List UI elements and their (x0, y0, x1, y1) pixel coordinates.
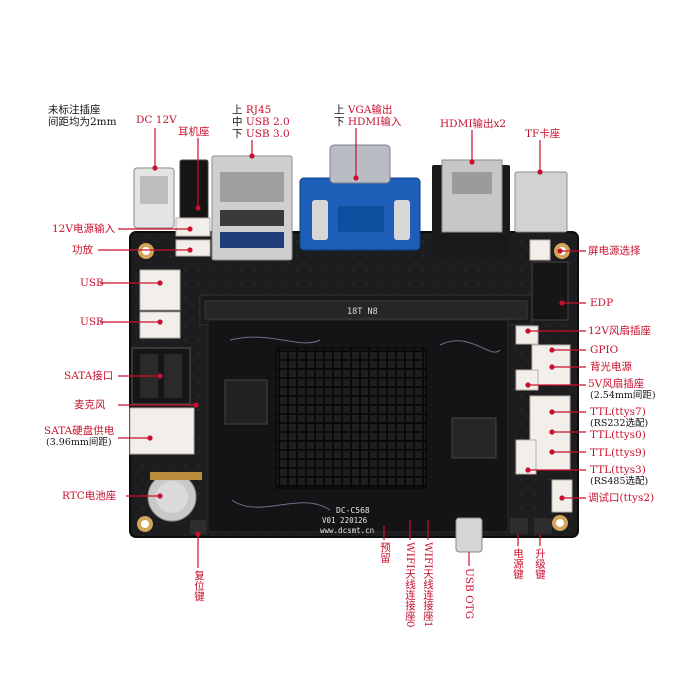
label-sata: SATA接口 (64, 370, 114, 382)
label-upgrade-key: 升级键 (534, 548, 546, 580)
label-wifi1: WIFI天线连接座1 (422, 542, 434, 628)
spacing-note-line2: 间距均为2mm (48, 116, 117, 128)
usb-header-1 (139, 269, 181, 311)
usb20-label: USB 2.0 (245, 116, 290, 128)
label-sata-power-note: (3.96mm间距) (46, 437, 112, 448)
label-usb-1: USB (80, 277, 104, 289)
label-dc12v: DC 12V (136, 114, 177, 126)
sata-power-header (129, 407, 195, 455)
hdmi-in-label: HDMI输入 (347, 116, 402, 128)
earphone-jack (179, 159, 209, 221)
label-tf: TF卡座 (525, 128, 561, 140)
label-power-key: 电源键 (512, 548, 524, 580)
label-ttl0: TTL(ttys0) (590, 429, 646, 441)
label-earphone: 耳机座 (178, 126, 210, 138)
label-fan5v: 5V风扇插座 (588, 378, 645, 390)
label-rj45-stack: 上 RJ45 中 USB 2.0 下 USB 3.0 (232, 104, 290, 140)
callout-lines (98, 128, 586, 568)
label-reset: 复位键 (193, 570, 205, 602)
usb30-label: USB 3.0 (245, 128, 290, 140)
label-vga-stack: 上 VGA输出 下 HDMI输入 (334, 104, 401, 128)
label-fan12v: 12V风扇插座 (588, 325, 651, 337)
rj45-pos-top: 上 (232, 104, 243, 116)
label-ttl7: TTL(ttys7) (590, 406, 646, 418)
vga-label: VGA输出 (347, 104, 393, 116)
label-ttl9: TTL(ttys9) (590, 447, 646, 459)
label-wifi0: WIFI天线连接座0 (404, 542, 416, 628)
label-rtc: RTC电池座 (62, 490, 117, 502)
vga-pos-bot: 下 (334, 116, 345, 128)
label-screen-power: 屏电源选择 (588, 245, 641, 257)
label-ttl3-note: (RS485选配) (590, 476, 649, 487)
label-ttl3: TTL(ttys3) (590, 464, 646, 476)
heatsink (275, 347, 427, 489)
spacing-note: 未标注插座 间距均为2mm (48, 104, 117, 128)
silk-model: DC-C568 (336, 506, 370, 515)
label-reserved: 预留 (379, 542, 391, 563)
power-button (510, 518, 528, 534)
reset-button (190, 520, 206, 534)
label-edp: EDP (590, 297, 614, 309)
tf-slot (514, 171, 568, 233)
screen-power-header (529, 239, 551, 261)
spacing-note-line1: 未标注插座 (48, 104, 101, 116)
silk-version: V01 220126 (322, 516, 368, 525)
rj45-label: RJ45 (245, 104, 272, 116)
ttl3-header (515, 439, 537, 475)
silk-url: www.dcsmt.cn (320, 526, 374, 535)
amp-header (175, 239, 211, 257)
usb-header-2 (139, 311, 181, 339)
label-sata-power: SATA硬盘供电 (44, 425, 115, 437)
pwr-12v-header (175, 217, 211, 237)
label-debug: 调试口(ttys2) (588, 492, 655, 504)
label-usb-2: USB (80, 316, 104, 328)
label-12v-input: 12V电源输入 (52, 223, 115, 235)
label-mic: 麦克风 (74, 399, 106, 411)
label-gpio: GPIO (590, 344, 619, 356)
edp-header (531, 261, 569, 321)
rj45-pos-bot: 下 (232, 128, 243, 140)
label-hdmi-out: HDMI输出x2 (440, 118, 507, 130)
usb-otg-port (455, 517, 483, 553)
rj45-pos-mid: 中 (232, 116, 243, 128)
label-fan5v-note: (2.54mm间距) (590, 390, 656, 401)
upgrade-button (534, 518, 552, 534)
vga-pos-top: 上 (334, 104, 345, 116)
label-amp: 功放 (72, 244, 93, 256)
label-backlight: 背光电源 (590, 361, 632, 373)
label-ttl7-note: (RS232选配) (590, 418, 649, 429)
label-usb-otg: USB OTG (463, 568, 475, 620)
slot-silk: 18T N8 (347, 307, 378, 317)
